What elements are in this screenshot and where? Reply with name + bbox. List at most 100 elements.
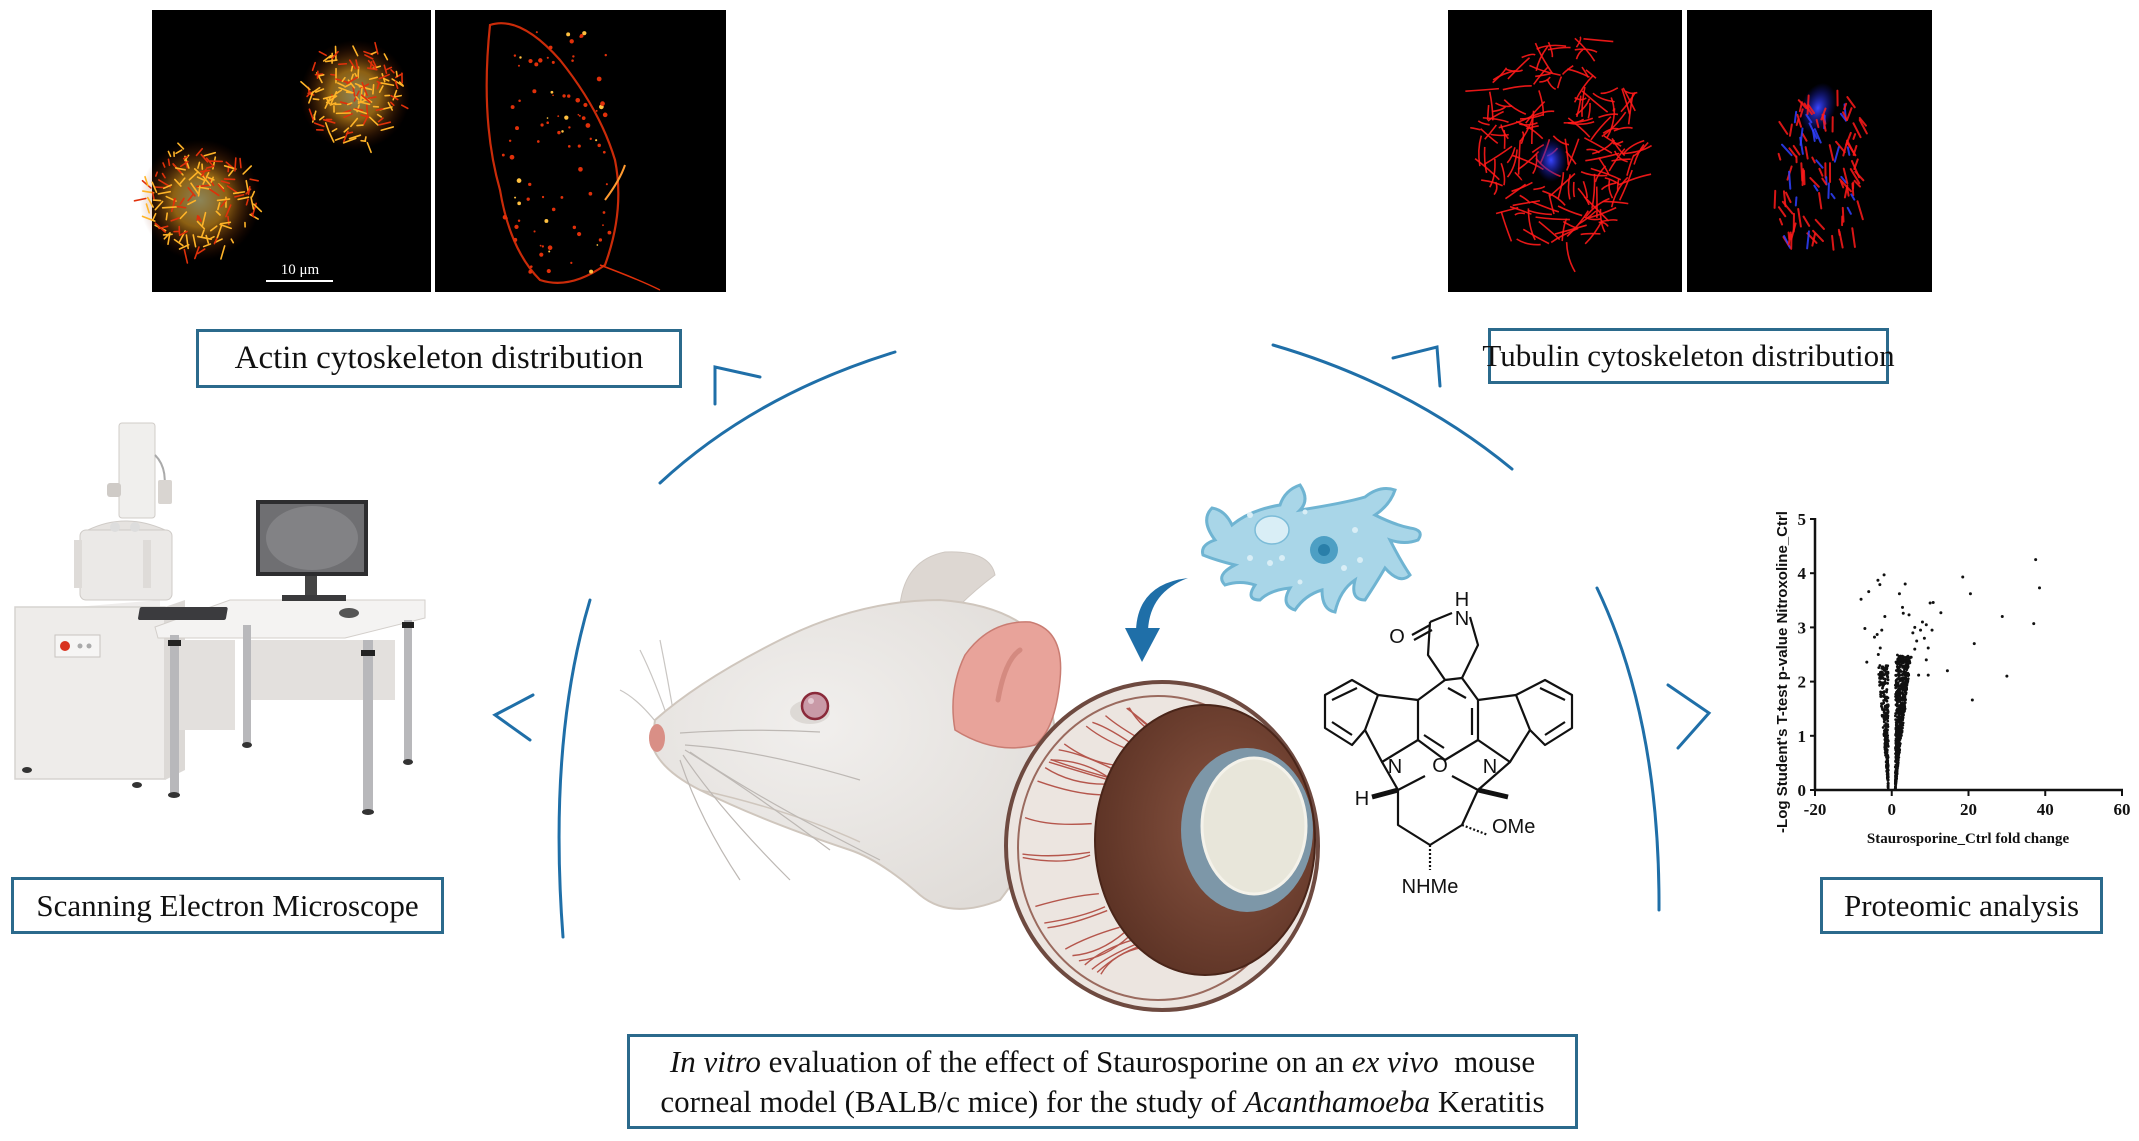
data-point: [1906, 655, 1910, 659]
actin-punctum: [514, 224, 519, 229]
actin-fiber: [201, 174, 212, 187]
actin-fiber: [165, 212, 169, 221]
data-point: [1886, 781, 1890, 785]
data-point: [1894, 673, 1898, 677]
tubulin-control-fibers: [1465, 36, 1653, 273]
tubulin-fiber: [1526, 125, 1539, 130]
actin-fiber: [334, 136, 346, 141]
actin-fiber: [314, 73, 324, 76]
actin-punctum: [538, 58, 543, 63]
data-point: [1881, 676, 1885, 680]
actin-fiber: [324, 59, 338, 63]
actin-fiber: [369, 116, 379, 126]
actin-glow: [139, 139, 261, 261]
actin-punctum: [589, 269, 594, 274]
tubulin-fragment: [1777, 152, 1782, 161]
actin-fiber: [141, 215, 156, 222]
tubulin-fragment: [1794, 196, 1798, 207]
actin-punctum: [505, 217, 508, 220]
actin-punctum: [519, 56, 522, 59]
data-point: [1896, 715, 1899, 719]
eyeball-blood-vessels: [1022, 707, 1164, 975]
atom-n-left: N: [1388, 756, 1402, 778]
actin-fiber: [376, 82, 380, 90]
blood-vessel: [1050, 759, 1110, 779]
tubulin-fiber: [1542, 190, 1566, 206]
data-point: [1908, 661, 1912, 665]
data-point: [1900, 705, 1904, 708]
actin-punctum: [528, 182, 532, 187]
actin-fiber: [387, 101, 394, 111]
tubulin-fragment: [1856, 200, 1864, 221]
data-point: [1894, 759, 1898, 763]
actin-punctum: [517, 201, 521, 206]
actin-fiber: [337, 82, 345, 87]
tubulin-fiber: [1575, 98, 1591, 116]
data-point: [1926, 673, 1930, 677]
actin-punctum: [544, 219, 549, 223]
blood-vessel: [1022, 854, 1091, 862]
tubulin-fiber: [1602, 200, 1629, 205]
tubulin-fiber: [1591, 173, 1596, 209]
data-point: [1930, 628, 1934, 632]
data-point: [1901, 682, 1905, 685]
tubulin-fragment: [1778, 218, 1784, 226]
tubulin-fiber: [1564, 138, 1570, 166]
data-point: [1859, 597, 1863, 601]
tubulin-fragment: [1811, 233, 1816, 247]
tubulin-fiber: [1480, 128, 1499, 144]
data-point: [1903, 582, 1907, 586]
actin-punctum: [517, 64, 520, 67]
tubulin-fragment: [1806, 230, 1810, 250]
actin-fiber: [319, 115, 325, 121]
tubulin-fragment: [1846, 139, 1856, 156]
tubulin-fiber: [1600, 87, 1619, 95]
mouse-eye: [800, 691, 830, 721]
tubulin-fragment: [1858, 118, 1868, 135]
blood-vessel: [1050, 758, 1110, 779]
actin-fiber: [187, 194, 194, 202]
data-point: [1886, 773, 1889, 777]
tubulin-label-box: Tubulin cytoskeleton distribution: [1482, 328, 1895, 384]
data-point: [1904, 692, 1908, 696]
actin-fiber: [390, 69, 395, 74]
tubulin-fragment: [1813, 184, 1819, 192]
atom-o-carbonyl: O: [1389, 626, 1405, 648]
scale-bar-label: 10 μm: [281, 262, 320, 278]
actin-punctum: [515, 126, 519, 131]
data-point: [1901, 611, 1905, 615]
y-tick-label: 2: [1798, 673, 1807, 692]
actin-fiber: [187, 186, 196, 197]
actin-fiber: [251, 190, 256, 198]
tubulin-fiber: [1519, 122, 1538, 126]
actin-fiber: [188, 171, 199, 181]
caption-run: mouse: [1438, 1043, 1536, 1079]
tubulin-fiber: [1490, 133, 1509, 137]
data-point: [1882, 717, 1886, 720]
actin-fiber: [362, 115, 369, 125]
tubulin-fragment: [1781, 143, 1793, 157]
data-point: [1895, 704, 1899, 708]
actin-fiber: [306, 91, 312, 98]
data-point: [1907, 673, 1911, 677]
tubulin-fragment: [1785, 191, 1792, 204]
actin-fiber: [182, 155, 189, 160]
actin-punctum: [600, 101, 605, 106]
tubulin-fragment: [1815, 118, 1820, 129]
actin-fiber: [220, 245, 226, 260]
tubulin-fiber: [1481, 179, 1503, 187]
curved-arrow-icon: [1136, 578, 1188, 630]
actin-punctum: [566, 32, 571, 37]
data-point: [1878, 583, 1882, 587]
actin-fiber: [378, 73, 390, 80]
actin-fiber: [329, 102, 337, 106]
tubulin-fragment: [1818, 167, 1824, 177]
actin-fiber: [370, 51, 377, 55]
tubulin-fiber: [1620, 91, 1637, 113]
arc-to-proteomic: [1595, 586, 1661, 912]
data-point: [1905, 684, 1909, 688]
tubulin-fragment: [1846, 146, 1851, 156]
tubulin-fiber: [1489, 158, 1496, 188]
